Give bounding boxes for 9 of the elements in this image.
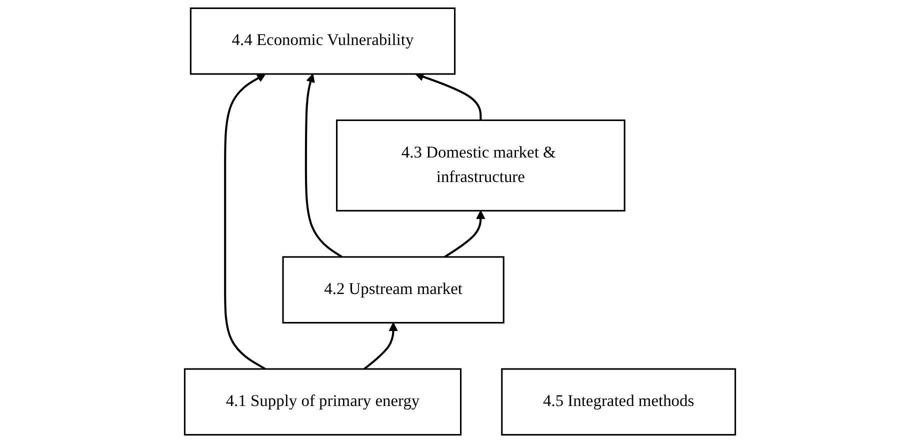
arrow [364, 322, 398, 370]
arrow [224, 74, 266, 370]
node-box: 4.3 Domestic market & infrastructure [336, 120, 626, 212]
node-box: 4.2 Upstream market [282, 256, 504, 324]
arrow [444, 210, 486, 258]
node-box: 4.4 Economic Vulnerability [190, 7, 456, 75]
node-box: 4.1 Supply of primary energy [184, 368, 462, 436]
arrow [304, 74, 343, 258]
node-box: 4.5 Integrated methods [501, 368, 736, 436]
